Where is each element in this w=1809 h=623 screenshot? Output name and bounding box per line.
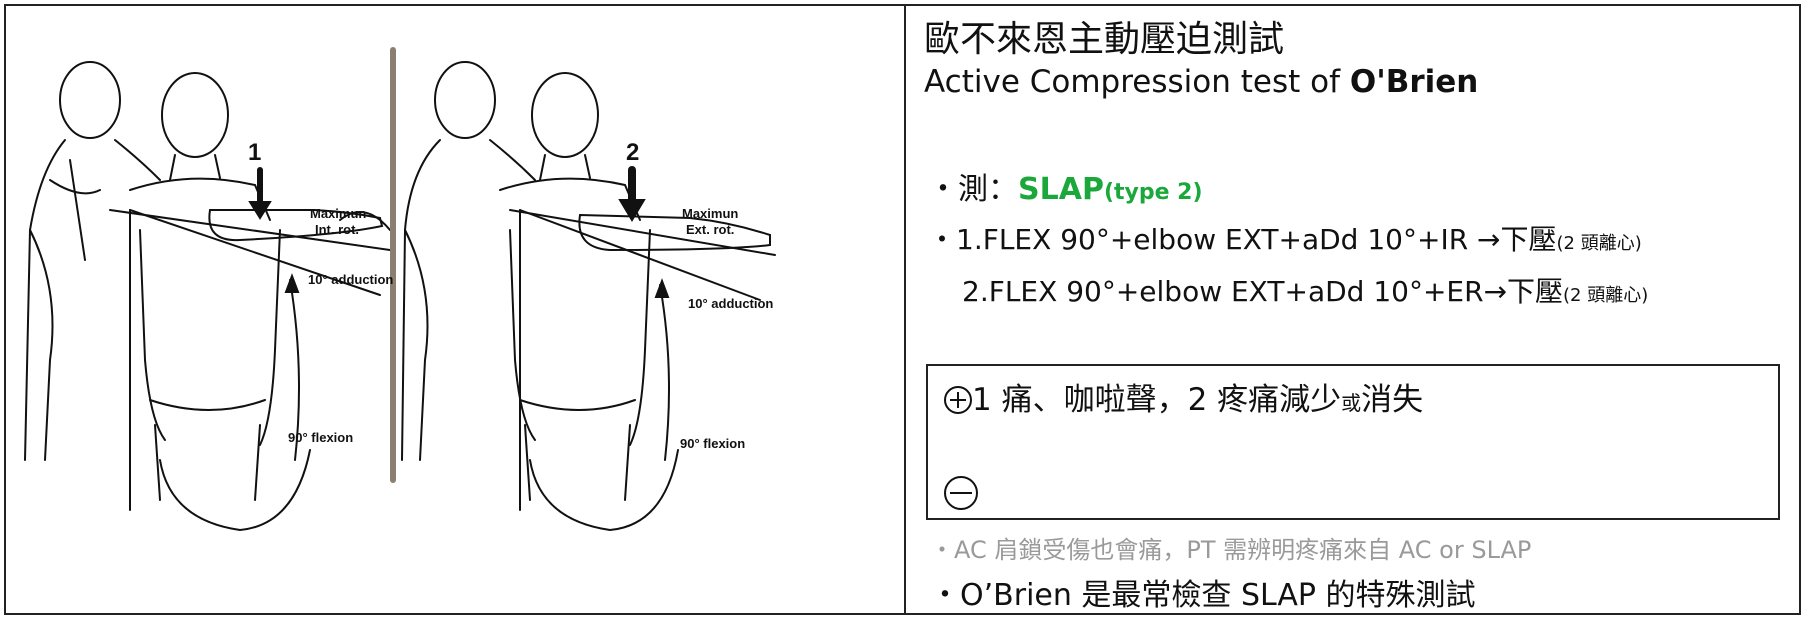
title-english-bold: O'Brien (1349, 64, 1479, 100)
panel1-patient (129, 72, 391, 532)
title-chinese: 歐不來恩主動壓迫測試 (924, 19, 1285, 60)
step1-text: 1.FLEX 90°+elbow EXT+aDd 10°+IR →下壓 (956, 223, 1557, 256)
note-obrien: ・O’Brien 是最常檢查 SLAP 的特殊測試 (930, 578, 1476, 613)
panel1-rot-label-2: Int. rot. (315, 222, 359, 237)
step-1: ・1.FLEX 90°+elbow EXT+aDd 10°+IR →下壓(2 頭… (928, 218, 1642, 258)
negative-result (944, 476, 978, 510)
test-label: 測： (958, 172, 1018, 207)
step1-note: (2 頭離心) (1556, 233, 1642, 254)
note-ac: ・AC 肩鎖受傷也會痛，PT 需辨明疼痛來自 AC or SLAP (930, 536, 1532, 564)
panel1-number: 1 (248, 139, 261, 166)
step-2: 2.FLEX 90°+elbow EXT+aDd 10°+ER→下壓(2 頭離心… (962, 270, 1648, 310)
positive-small: 或 (1341, 391, 1362, 415)
panel2-rot-label-1: Maximun (682, 206, 738, 221)
step2-text: 2.FLEX 90°+elbow EXT+aDd 10°+ER→下壓 (962, 275, 1564, 308)
positive-tail: 消失 (1361, 382, 1424, 418)
result-box (926, 364, 1780, 520)
positive-result: 1 痛、咖啦聲，2 疼痛減少或消失 (944, 374, 1423, 419)
panel1-flexion-label: 90° flexion (288, 430, 353, 445)
panel2-adduction-label: 10° adduction (688, 296, 773, 311)
panel2-flexion-label: 90° flexion (680, 436, 745, 451)
plus-circle-icon (944, 386, 972, 414)
obrien-test-illustration: 1 Maximun Int. rot. 10° adduction 90° fl… (24, 47, 776, 532)
test-value-small: (type 2) (1103, 180, 1203, 205)
slide-frame (4, 4, 1801, 615)
step1-bullet: ・ (928, 223, 957, 256)
column-divider (904, 4, 906, 615)
panel1-rot-label-1: Maximun (310, 206, 366, 221)
step2-note: (2 頭離心) (1563, 285, 1649, 306)
panel2-examiner (401, 61, 536, 461)
test-line: ・測：SLAP(type 2) (928, 164, 1203, 208)
test-bullet: ・ (928, 172, 958, 207)
minus-circle-icon (944, 476, 978, 510)
panel1-adduction-label: 10° adduction (308, 272, 393, 287)
positive-text: 1 痛、咖啦聲，2 疼痛減少 (972, 382, 1342, 418)
title-english: Active Compression test of O'Brien (924, 64, 1478, 100)
panel2-number: 2 (626, 139, 639, 166)
panel2-rot-label-2: Ext. rot. (686, 222, 734, 237)
panel1-examiner (24, 61, 161, 461)
test-value: SLAP (1018, 172, 1104, 207)
title-english-text: Active Compression test of (924, 64, 1350, 100)
